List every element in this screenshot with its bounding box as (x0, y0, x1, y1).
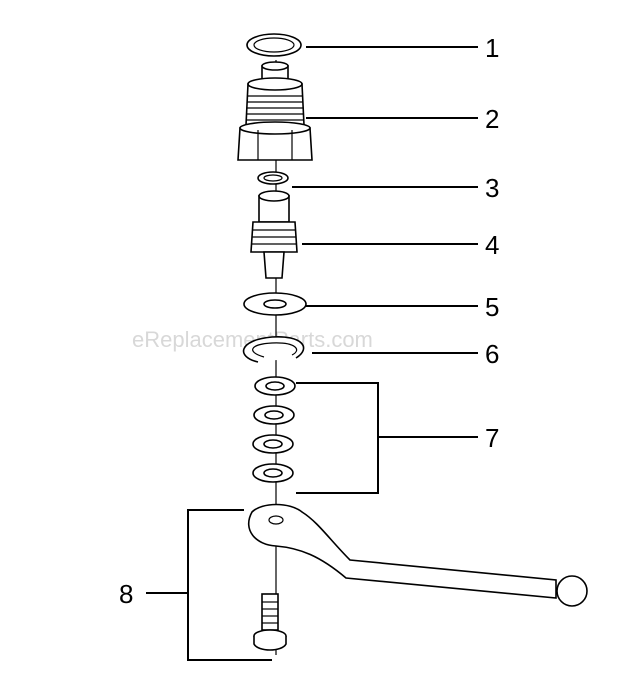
leader-lines (146, 46, 478, 661)
part-7-seal-set (252, 376, 296, 483)
part-4-valve-stem (250, 190, 298, 279)
callout-6: 6 (485, 339, 499, 369)
callout-7: 7 (485, 423, 499, 453)
part-1-o-ring (246, 33, 302, 57)
callout-8: 8 (119, 579, 133, 609)
callout-4: 4 (485, 230, 499, 260)
callout-3: 3 (485, 173, 499, 203)
callout-5: 5 (485, 292, 499, 322)
part-8-screw (253, 593, 287, 651)
callout-2: 2 (485, 104, 499, 134)
part-5-washer (243, 292, 307, 316)
part-6-retaining-ring (242, 336, 305, 363)
callout-1: 1 (485, 33, 499, 63)
part-2-valve-housing (237, 61, 313, 161)
leader-7-bracket (296, 382, 478, 494)
part-3-o-ring (257, 171, 289, 185)
leader-8-bracket (146, 509, 272, 661)
part-8-lever-handle (247, 503, 588, 607)
